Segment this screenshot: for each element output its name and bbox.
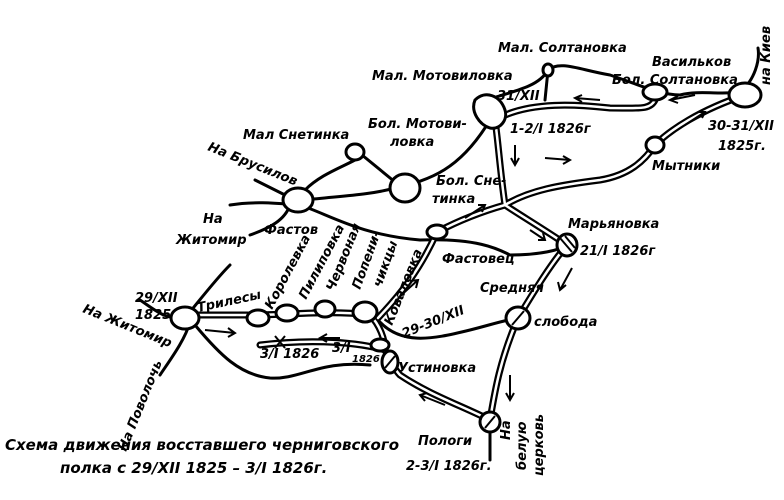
settlement-bol-motovilovka [388, 172, 422, 204]
arrow-icon [544, 155, 573, 165]
label-na-brusilov: На Брусилов [206, 140, 300, 190]
label-date-1825: 1825г. [718, 139, 766, 154]
label-bol-motovilovka-1: Бол. Мотови- [368, 117, 467, 132]
road-kovalevka-sloboda [376, 316, 520, 340]
road-trilesy-ustinovka [193, 323, 372, 380]
settlement-fastovets [425, 223, 449, 241]
label-pologi: Пологи [418, 434, 472, 449]
caption-line-1: Схема движения восставшего черниговского [5, 436, 399, 454]
label-date-1825-b: 1825 [135, 308, 171, 323]
label-na-zhitomir-b: Житомир [175, 233, 247, 248]
arrow-icon [667, 94, 696, 104]
label-maryanovka: Марьяновка [568, 217, 659, 232]
settlement-chervonaya [313, 299, 337, 319]
settlement-pilipovka [274, 303, 300, 323]
place-labels: Мал. Солтановка Васильков Бол. Солтановк… [81, 26, 775, 476]
label-sloboda: слобода [534, 315, 597, 330]
label-mytniki: Мытники [652, 159, 720, 174]
arrow-icon [529, 229, 547, 241]
settlement-fastov [281, 186, 315, 214]
label-na-kiev: на Киев [759, 26, 774, 85]
label-date-30-31-xii: 30-31/XII [708, 119, 774, 134]
arrow-icon [557, 267, 573, 292]
label-na-belaya-3: церковь [532, 414, 547, 476]
arrow-icon [510, 145, 520, 168]
arrow-icon [418, 392, 446, 406]
settlement-mal-soltanovka [541, 62, 555, 78]
label-mal-motovilovka: Мал. Мотовиловка [372, 69, 513, 84]
label-date-3-i-1826: 3/I 1826 [260, 347, 319, 362]
label-ustinovka: Устиновка [398, 361, 476, 376]
arrow-icon [572, 94, 601, 103]
arrow-icon [397, 278, 420, 299]
road-mal-snetinka [303, 158, 357, 192]
label-vasilkov: Васильков [652, 55, 731, 70]
label-mal-snetinka: Мал Снетинка [243, 128, 349, 143]
settlements [169, 62, 763, 434]
settlement-korolevka [245, 308, 271, 328]
label-bol-snetinka-2: тинка [432, 192, 475, 207]
settlement-mal-motovilovka [472, 93, 508, 130]
road-snetinka-link [360, 153, 397, 184]
settlement-bol-soltanovka [641, 82, 669, 102]
label-na-belaya-1: На [499, 420, 514, 440]
label-bol-soltanovka: Бол. Солтановка [612, 73, 738, 88]
label-date-3-i: 3/I [332, 341, 351, 356]
direction-arrows [204, 94, 707, 406]
label-bol-snetinka-1: Бол. Сне- [436, 174, 507, 189]
label-bol-motovilovka-2: ловка [390, 135, 434, 150]
label-srednyaya: Средняя [480, 281, 544, 296]
arrow-icon [505, 375, 515, 403]
arrow-icon [317, 333, 340, 343]
label-date-21-i: 21/I 1826г [580, 244, 656, 259]
settlement-trilesy [169, 305, 201, 331]
label-date-29-xii: 29/XII [135, 291, 178, 306]
label-mal-soltanovka: Мал. Солтановка [498, 41, 627, 56]
settlement-vasilkov [727, 81, 763, 109]
label-fastovets: Фастовец [442, 252, 515, 267]
battle-cross-icon [274, 335, 286, 349]
settlement-popelnichki [351, 300, 379, 324]
label-date-31-xii: 31/XII [497, 89, 540, 104]
label-date-2-3-i: 2-3/I 1826г. [406, 459, 492, 474]
arrow-icon [204, 327, 237, 338]
label-fastov: Фастов [264, 223, 318, 238]
caption-line-2: полка с 29/XII 1825 – 3/I 1826г. [60, 459, 327, 477]
label-date-1-2-i: 1-2/I 1826г [510, 122, 592, 137]
arrow-icon [464, 204, 487, 219]
arrow-icon [684, 111, 707, 126]
label-na-belaya-2: белую [515, 421, 530, 470]
settlement-mal-snetinka [344, 142, 366, 162]
label-na-zhitomir-a: На [203, 212, 223, 227]
label-date-1826: 1826 [352, 354, 380, 365]
settlement-mytniki [644, 135, 666, 155]
hatching [384, 235, 576, 429]
settlement-kovalevka [369, 337, 391, 353]
